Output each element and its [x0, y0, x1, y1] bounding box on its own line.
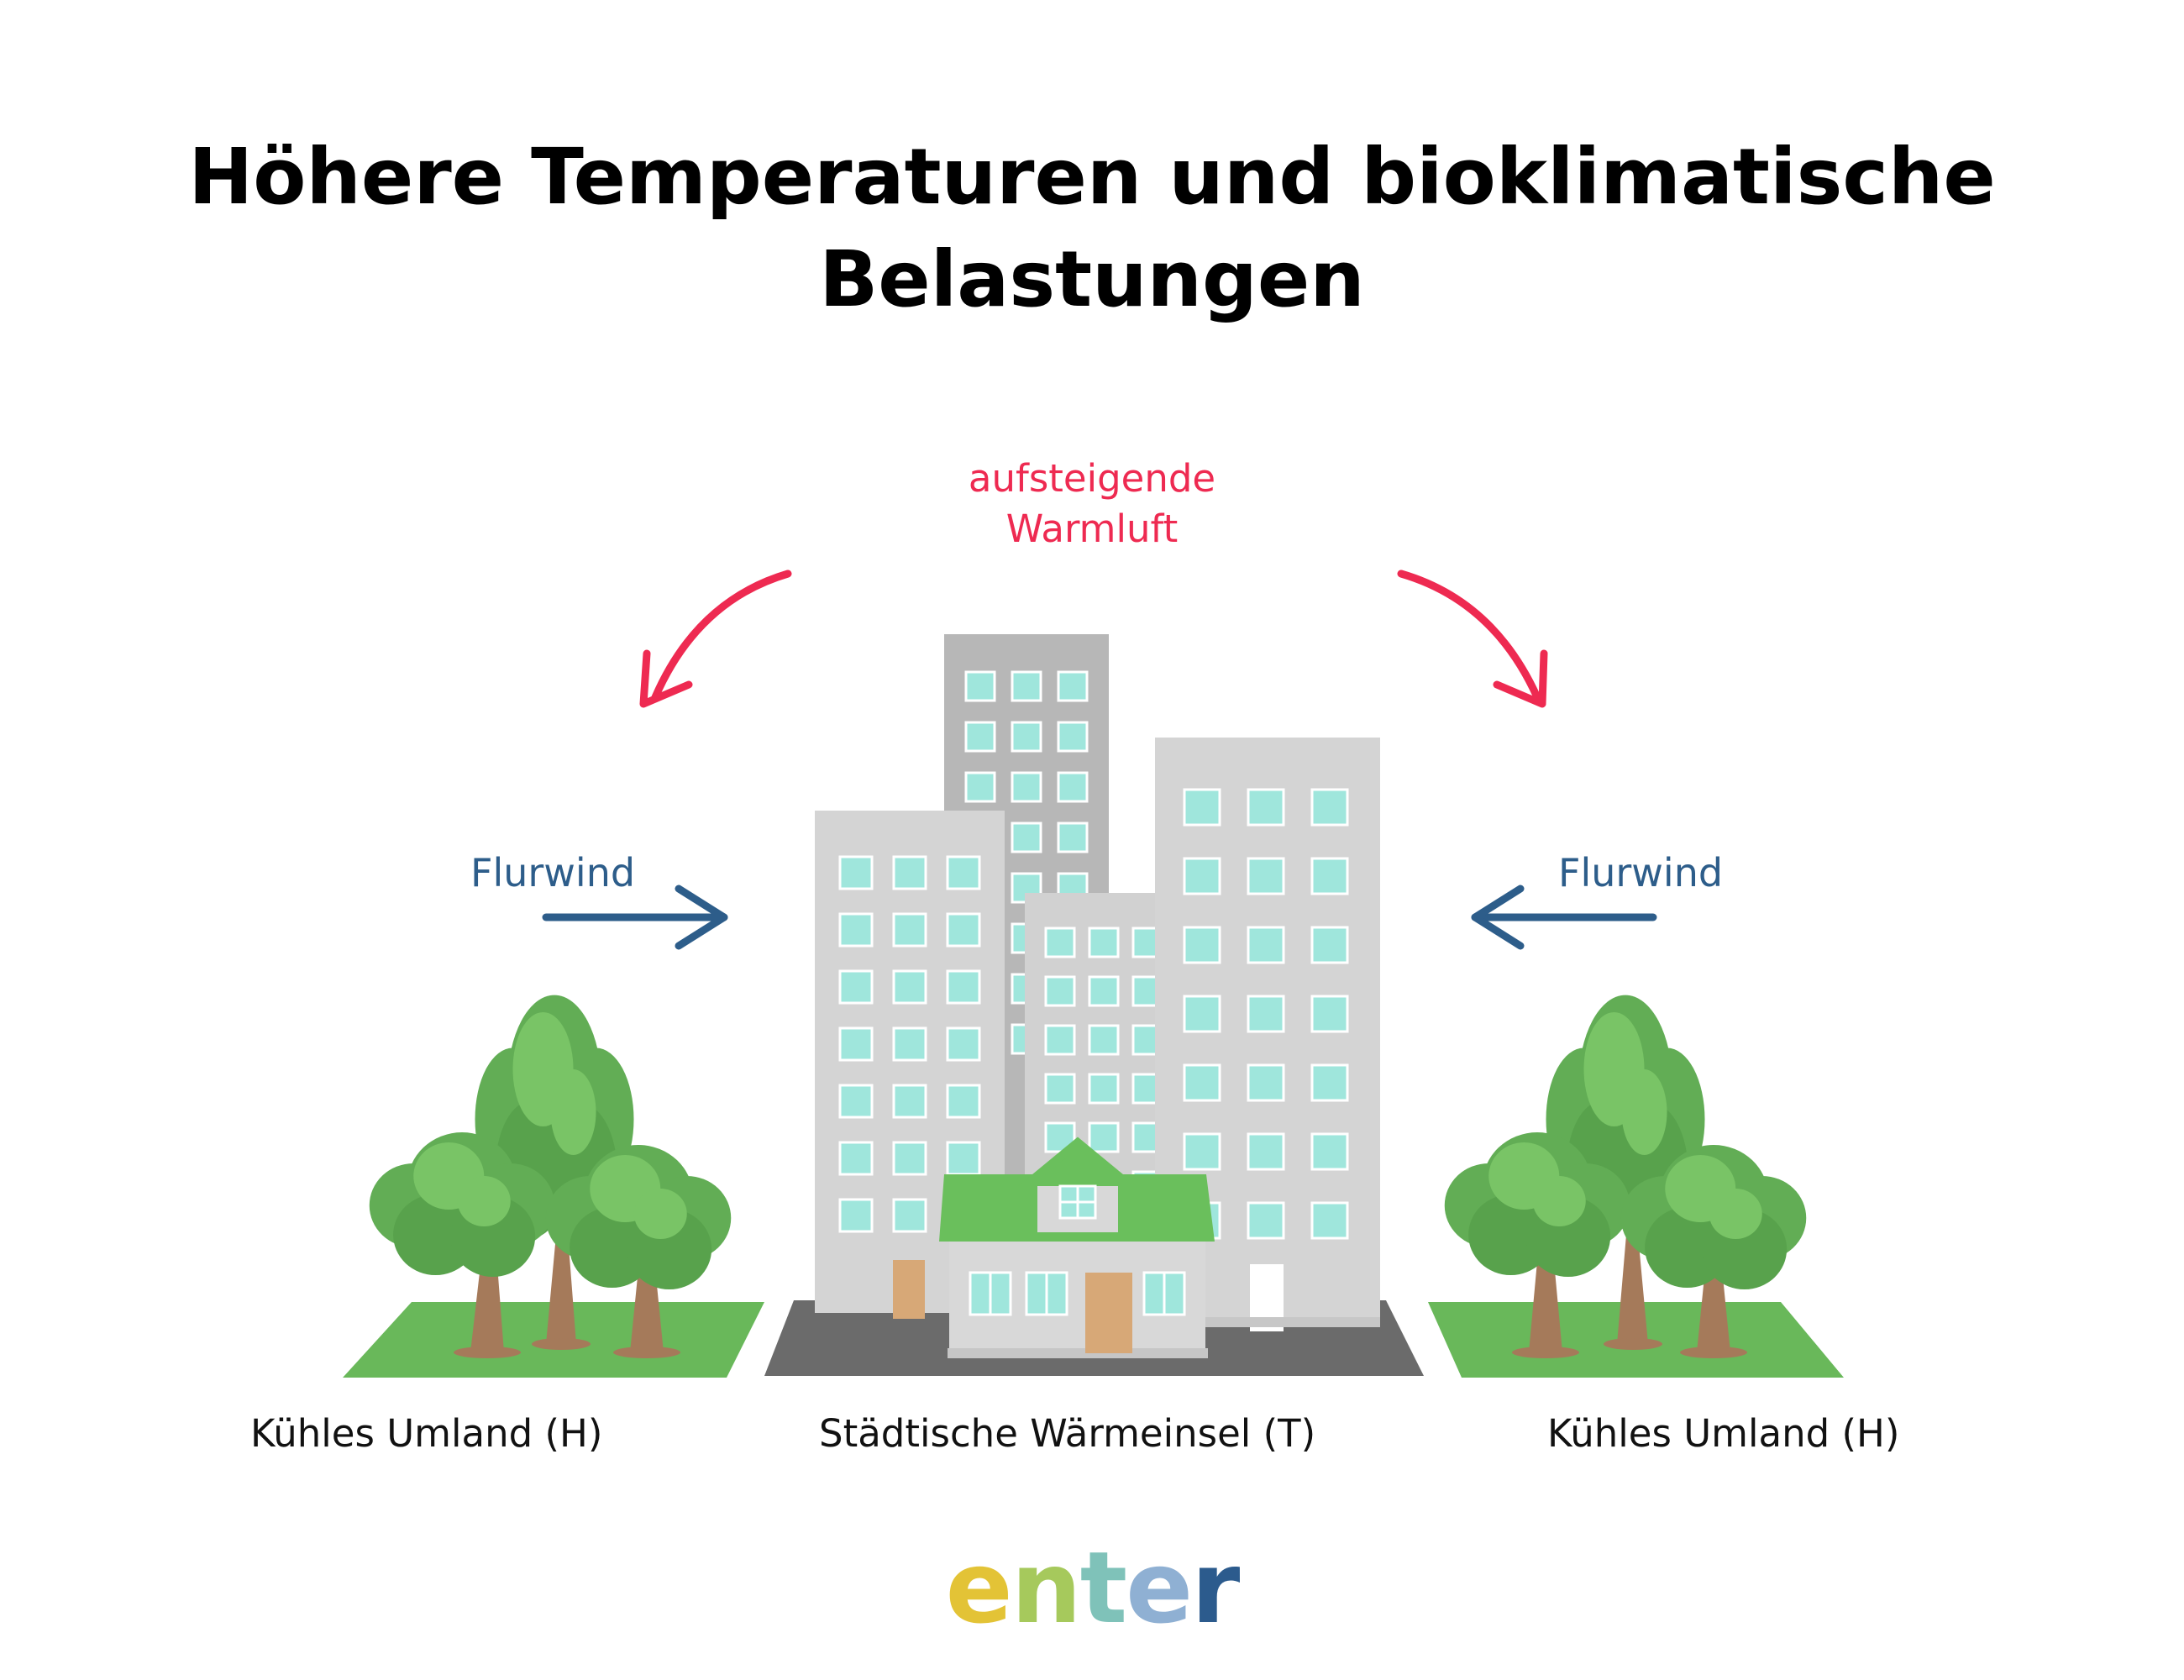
building-window — [1310, 926, 1349, 964]
urban-heat-island-label: Städtische Wärmeinsel (T) — [819, 1411, 1316, 1456]
building-window — [1011, 771, 1042, 803]
building-window — [1088, 1024, 1120, 1056]
cool-surroundings-label-right: Kühles Umland (H) — [1547, 1411, 1900, 1456]
building-window — [838, 1084, 874, 1119]
building-window — [1088, 1121, 1120, 1153]
building-window — [1247, 1201, 1285, 1240]
building-window — [1183, 1132, 1221, 1171]
building-window — [892, 1026, 927, 1062]
logo-letter: n — [1011, 1530, 1082, 1646]
building-window — [1183, 857, 1221, 895]
warm-air-line-2: Warmluft — [1005, 507, 1179, 551]
building-window — [946, 912, 981, 948]
building-window — [1310, 1063, 1349, 1102]
building-window — [1088, 927, 1120, 958]
building-window — [1247, 926, 1285, 964]
building-window — [838, 1141, 874, 1176]
building-window — [964, 771, 996, 803]
building-window — [1044, 1073, 1076, 1105]
building-window — [1247, 995, 1285, 1033]
building-window — [1310, 1132, 1349, 1171]
building-window — [946, 1141, 981, 1176]
building-window — [1310, 1201, 1349, 1240]
building-window — [1088, 1073, 1120, 1105]
building-window — [1247, 1132, 1285, 1171]
title-line-2: Belastungen — [819, 234, 1365, 324]
warm-air-line-1: aufsteigende — [968, 456, 1216, 501]
building-window — [1247, 857, 1285, 895]
cool-surroundings-label-left: Kühles Umland (H) — [250, 1411, 603, 1456]
logo-letter: r — [1191, 1530, 1240, 1646]
wind-arrow-left — [542, 885, 728, 950]
building-window — [1247, 1063, 1285, 1102]
cool-surroundings-right — [1428, 995, 1844, 1378]
building-window — [1044, 1024, 1076, 1056]
enter-logo: enter — [0, 1529, 2184, 1646]
building-window — [1057, 822, 1089, 853]
building-window — [838, 912, 874, 948]
warm-air-arrow-right — [1397, 570, 1548, 708]
building-window — [946, 1026, 981, 1062]
building-window — [1088, 975, 1120, 1007]
building-window — [1044, 975, 1076, 1007]
city-buildings — [815, 634, 1380, 1358]
building-window — [838, 1198, 874, 1233]
building-window — [1011, 721, 1042, 753]
building-window — [838, 969, 874, 1005]
building-window — [1011, 670, 1042, 702]
building-window — [1310, 995, 1349, 1033]
ground-wind-label-right: Flurwind — [1558, 850, 1724, 895]
warm-air-label: aufsteigende Warmluft — [0, 454, 2184, 554]
logo-letter: e — [1126, 1530, 1193, 1646]
building-window — [892, 855, 927, 890]
building-window — [964, 721, 996, 753]
building-window — [892, 969, 927, 1005]
title-line-1: Höhere Temperaturen und bioklimatische — [188, 132, 1996, 222]
building-window — [838, 855, 874, 890]
building-window — [946, 1084, 981, 1119]
cool-surroundings-left — [343, 995, 764, 1378]
building-window — [1057, 721, 1089, 753]
building-window — [1183, 926, 1221, 964]
building-window — [1044, 927, 1076, 958]
building-window — [1183, 788, 1221, 827]
building-window — [946, 969, 981, 1005]
building-window — [1310, 857, 1349, 895]
building-window — [946, 855, 981, 890]
building-window — [1310, 788, 1349, 827]
building-window — [1247, 788, 1285, 827]
building-window — [964, 670, 996, 702]
building-window — [1011, 822, 1042, 853]
building-window — [892, 1084, 927, 1119]
building-window — [892, 1198, 927, 1233]
wind-arrow-right — [1471, 885, 1657, 950]
ground-wind-label-left: Flurwind — [470, 850, 636, 895]
building-window — [892, 1141, 927, 1176]
building-window — [1057, 670, 1089, 702]
building-window — [1183, 995, 1221, 1033]
building-window — [1057, 771, 1089, 803]
building-window — [838, 1026, 874, 1062]
building-window — [1183, 1063, 1221, 1102]
logo-letter: e — [945, 1530, 1013, 1646]
building-window — [892, 912, 927, 948]
page-title: Höhere Temperaturen und bioklimatische B… — [0, 126, 2184, 331]
warm-air-arrow-left — [639, 570, 792, 708]
logo-letter: t — [1079, 1530, 1127, 1646]
